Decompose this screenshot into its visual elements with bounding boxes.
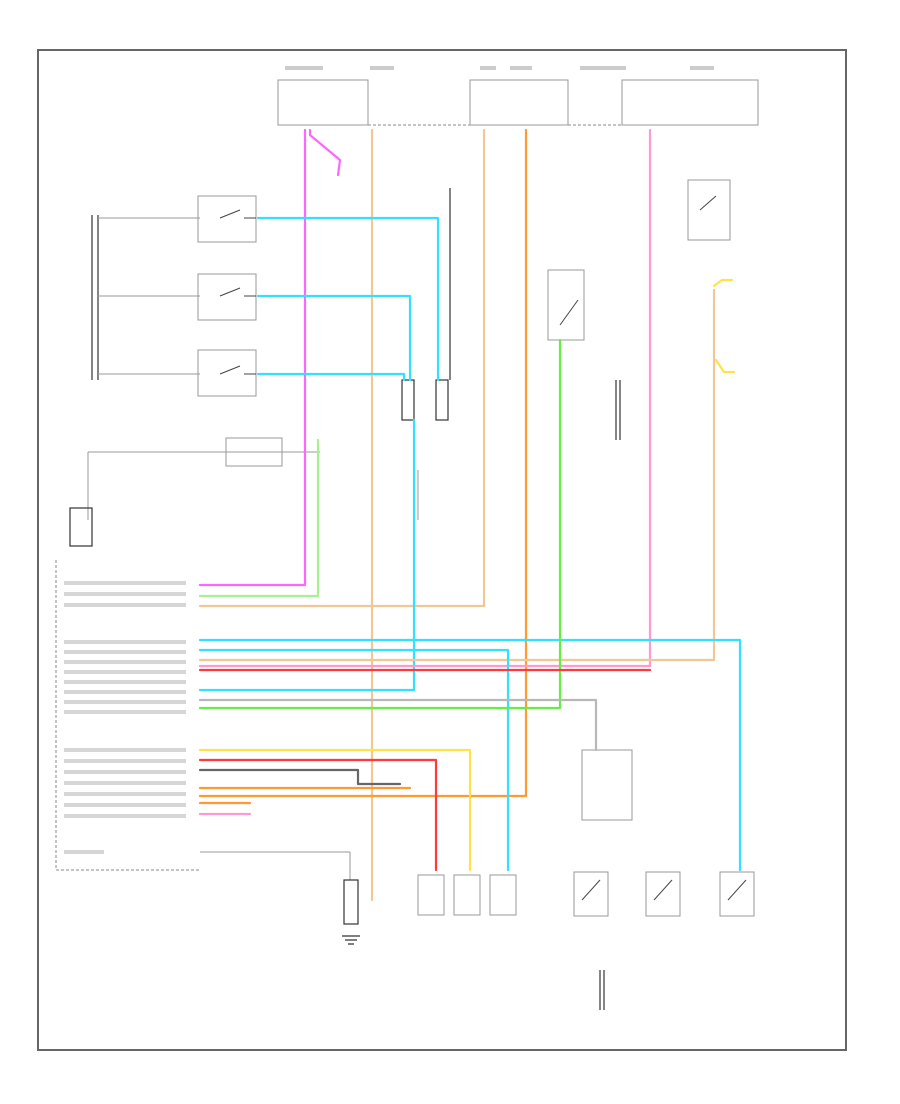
wire-cyan-6 xyxy=(256,294,412,382)
switch-module-3 xyxy=(719,871,755,917)
switch-icon xyxy=(559,299,579,326)
switch-module-2 xyxy=(645,871,681,917)
relay-lower xyxy=(581,749,633,821)
left-switch-group xyxy=(91,195,257,397)
wire-pink-1 xyxy=(308,128,342,177)
fuse-box-3 xyxy=(621,79,759,126)
switch-icon xyxy=(727,879,747,901)
wire-tan-4 xyxy=(198,128,486,608)
wire-cyan-7 xyxy=(256,372,406,382)
wire-red-21 xyxy=(198,758,438,872)
switch-module-1 xyxy=(573,871,609,917)
right-side-components xyxy=(547,179,731,440)
switch-box-2 xyxy=(197,273,257,321)
switch-icon xyxy=(219,287,256,297)
wire-layer xyxy=(198,128,742,902)
mid-relay xyxy=(547,269,585,341)
wire-cyan-5 xyxy=(256,216,440,382)
wire-pink-0 xyxy=(198,128,307,587)
wire-cyan-16 xyxy=(198,648,510,872)
switch-icon xyxy=(653,879,673,901)
wire-dark_gray-25 xyxy=(198,768,402,786)
switch-icon xyxy=(581,879,601,901)
relay-switch-right xyxy=(687,179,731,241)
pin-row-labels xyxy=(64,581,186,854)
ground-connector xyxy=(200,851,360,945)
relay-block xyxy=(69,507,93,547)
sensor-3 xyxy=(489,874,517,916)
fuse-box-1 xyxy=(277,79,369,126)
connector-box xyxy=(225,437,283,467)
switch-icon xyxy=(219,209,256,219)
diagram-frame xyxy=(37,49,847,1051)
wire-gray-19 xyxy=(198,698,598,752)
fuse-block-row xyxy=(277,66,759,126)
sensor-2 xyxy=(453,874,481,916)
module-boundary xyxy=(55,560,200,871)
center-connectors xyxy=(401,188,451,520)
wire-yellow-13 xyxy=(714,358,736,374)
fuse-box-2 xyxy=(469,79,569,126)
wire-cyan-8 xyxy=(198,418,416,692)
wire-green-17 xyxy=(198,338,562,710)
left-lower-module xyxy=(69,437,320,547)
sensor-1 xyxy=(417,874,445,916)
ground-icon xyxy=(342,935,360,945)
bottom-switch-modules xyxy=(417,749,755,1010)
switch-icon xyxy=(699,195,717,211)
wire-light_green-2 xyxy=(198,438,320,598)
wire-light_pink-10 xyxy=(198,128,652,668)
wire-orange-9 xyxy=(198,128,528,798)
switch-box-1 xyxy=(197,195,257,243)
switch-icon xyxy=(219,365,256,375)
wire-tan-11 xyxy=(198,288,716,662)
wire-yellow-12 xyxy=(712,278,734,288)
wire-yellow-20 xyxy=(198,748,472,872)
switch-box-3 xyxy=(197,349,257,397)
